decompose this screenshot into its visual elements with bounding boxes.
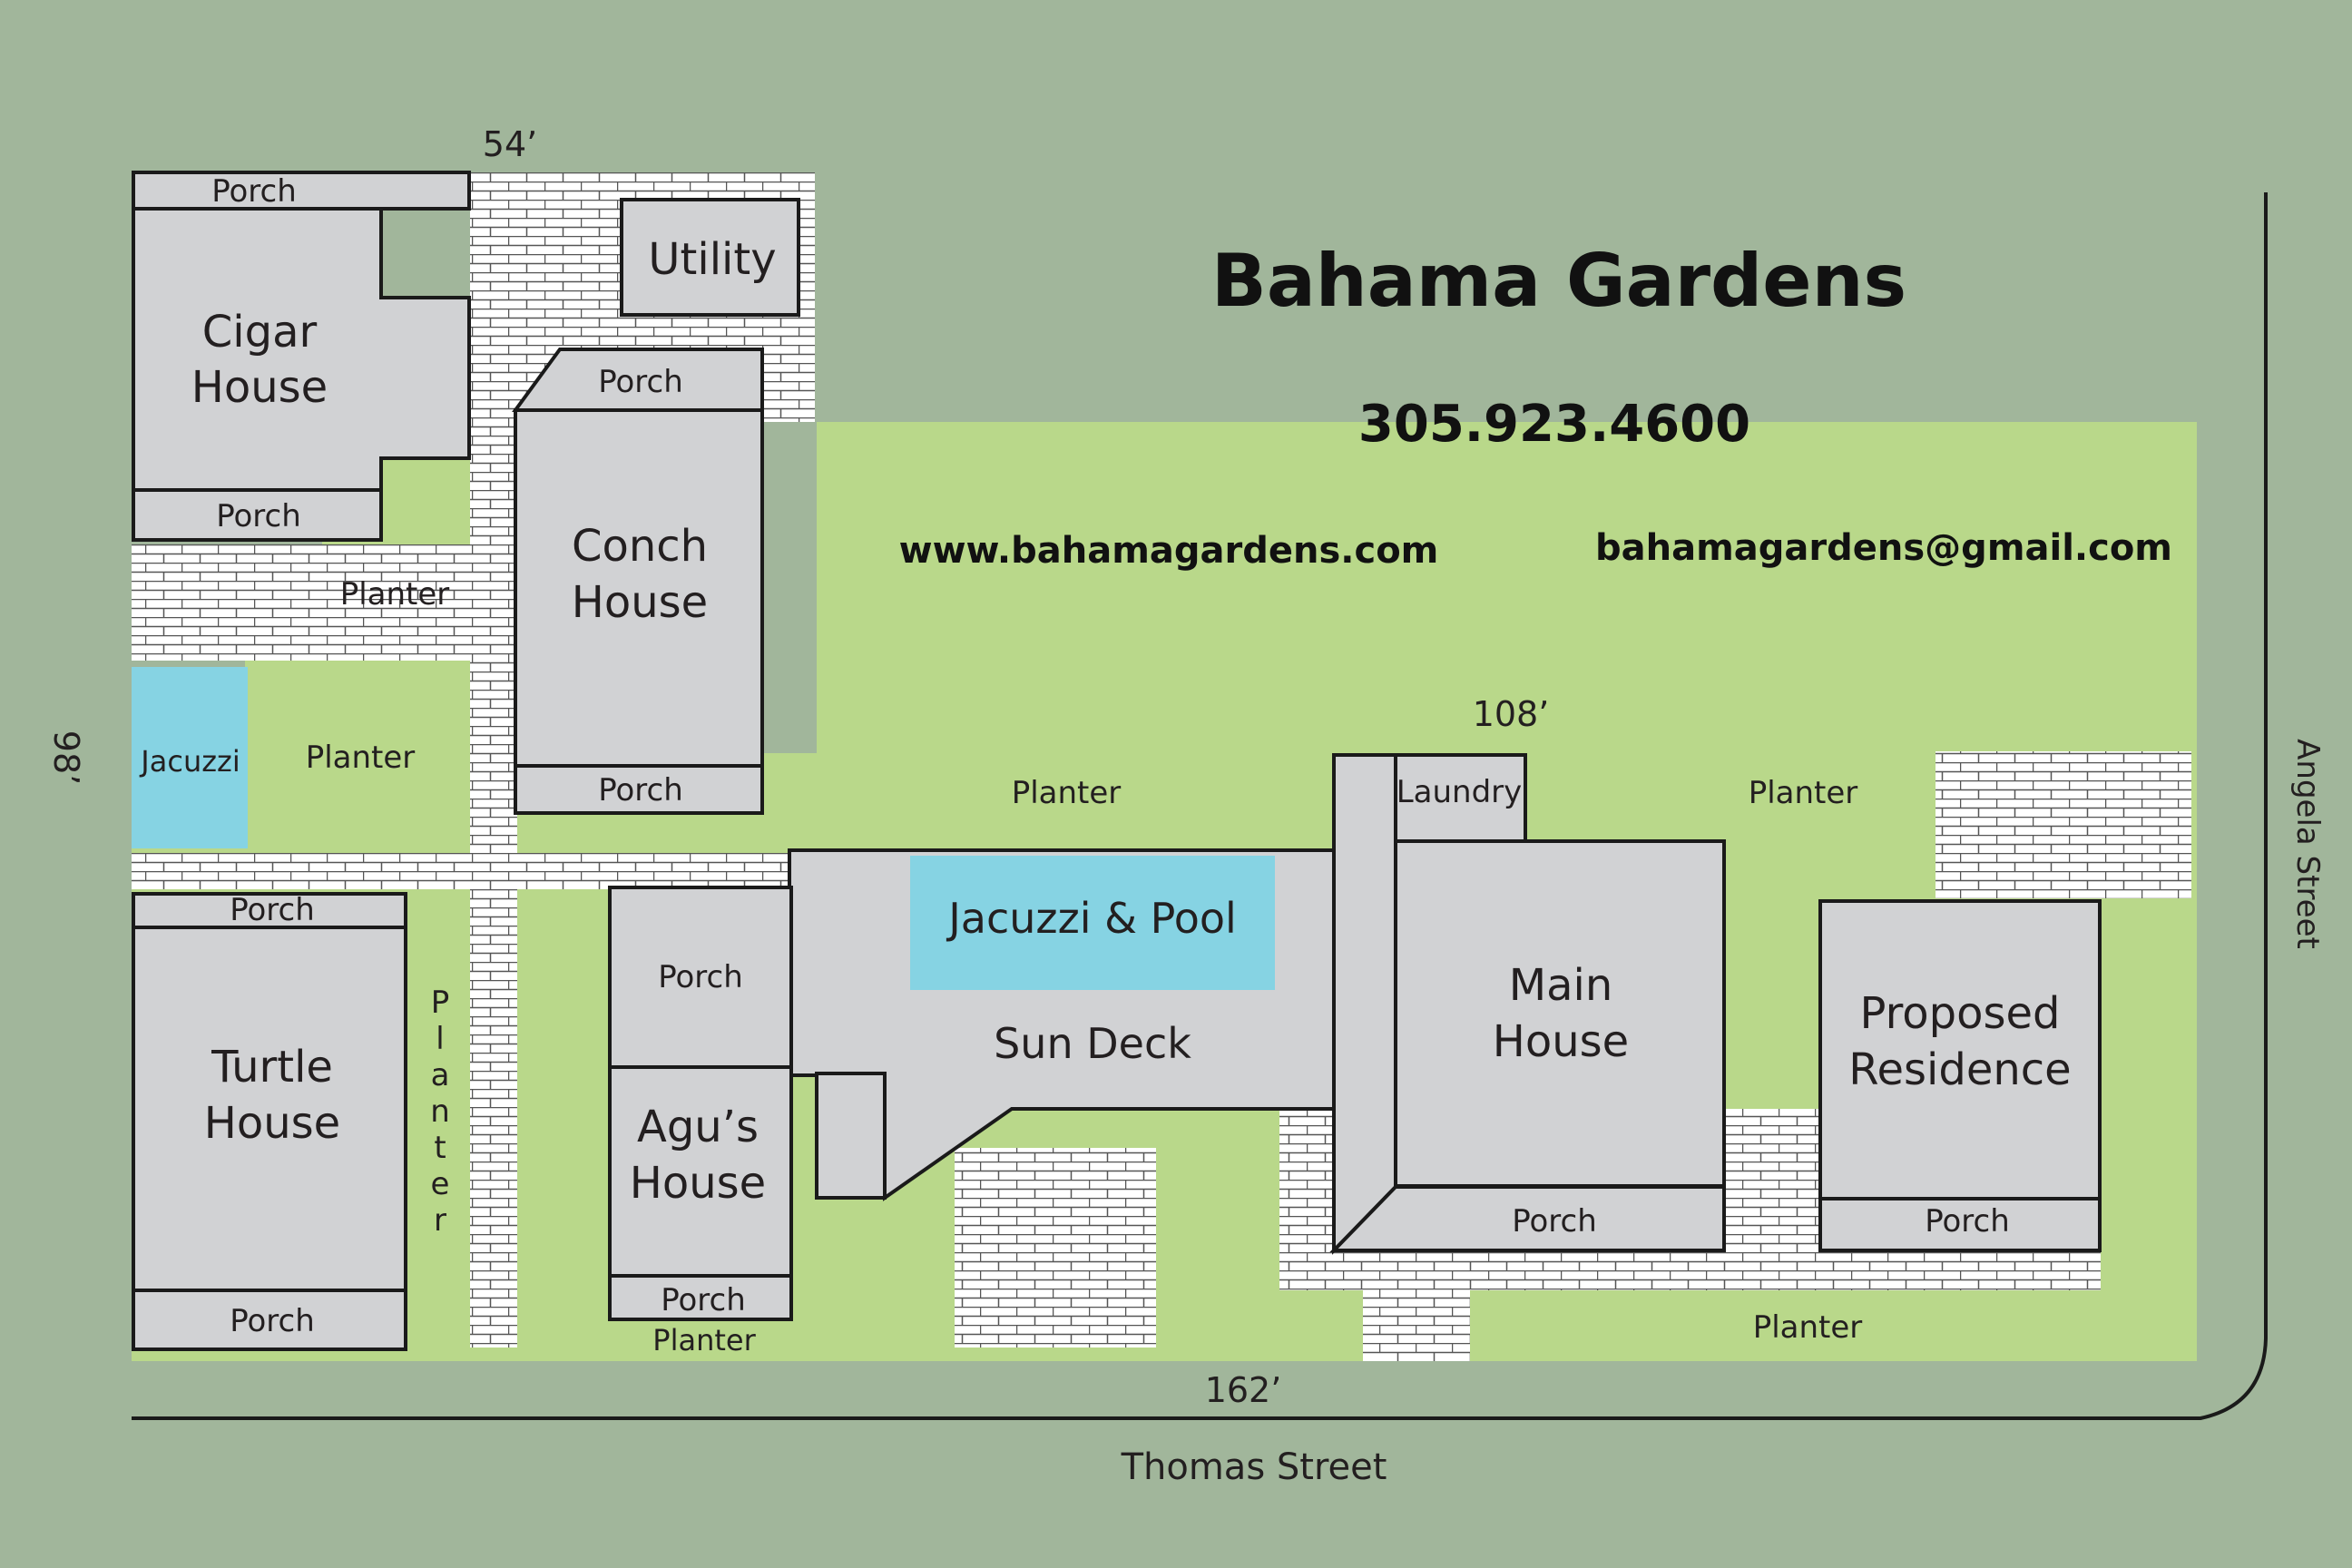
turtle-house xyxy=(132,892,407,1351)
agus-house-label-2: House xyxy=(630,1158,766,1209)
sun-deck-label: Sun Deck xyxy=(994,1019,1191,1068)
street-angela: Angela Street xyxy=(2289,739,2326,949)
main-house-label-2: House xyxy=(1493,1016,1629,1067)
jacuzzi-pool-label: Jacuzzi & Pool xyxy=(946,894,1237,943)
planter-area-east-strip xyxy=(817,422,2197,767)
conch-house-label-2: House xyxy=(572,577,708,628)
vertical-planter-letter: t xyxy=(434,1130,446,1166)
vertical-planter-letter: P xyxy=(431,985,450,1021)
main-house-body xyxy=(1394,839,1726,1188)
laundry-room xyxy=(1394,753,1527,843)
planter-area-west xyxy=(245,661,470,853)
paving-cross-1 xyxy=(132,544,470,661)
agus-house-body xyxy=(608,1065,793,1278)
cigar-house-porch-bottom xyxy=(132,488,383,542)
turtle-house-porch-bottom xyxy=(132,1289,407,1351)
proposed-residence-porch xyxy=(1818,1197,2102,1252)
paving-cross-2 xyxy=(132,853,815,889)
cigar-planter-label: Planter xyxy=(340,576,450,612)
email-link[interactable]: bahamagardens@gmail.com xyxy=(1595,527,2172,569)
utility-building xyxy=(620,198,800,317)
vertical-planter-label: P l a n t e r xyxy=(430,985,450,1239)
main-house-porch-label: Porch xyxy=(1512,1203,1597,1240)
cigar-house-porch-top-label: Porch xyxy=(211,173,297,210)
dimension-bottom: 162’ xyxy=(1205,1370,1282,1410)
agus-house-porch-bottom xyxy=(608,1274,793,1321)
sun-deck-step xyxy=(815,1072,887,1200)
turtle-house-porch-top-label: Porch xyxy=(230,892,315,928)
conch-house xyxy=(512,348,764,815)
agus-house xyxy=(608,886,793,1321)
main-house xyxy=(1329,753,1726,1255)
east-planter-label: Planter xyxy=(1749,775,1858,811)
conch-house-porch-bottom-label: Porch xyxy=(598,772,683,808)
dimension-left: 98’ xyxy=(46,730,86,785)
agus-house-porch-top-label: Porch xyxy=(658,959,743,995)
website-link[interactable]: www.bahamagardens.com xyxy=(899,530,1439,572)
cigar-house-label-1: Cigar xyxy=(202,307,318,358)
paving-south-stub xyxy=(1363,1289,1470,1361)
proposed-residence-label-2: Residence xyxy=(1848,1044,2071,1095)
proposed-residence xyxy=(1818,899,2102,1252)
vertical-planter-letter: l xyxy=(436,1021,444,1057)
agus-house-porch-top xyxy=(608,886,793,1069)
agus-house-label-1: Agu’s xyxy=(637,1102,759,1152)
turtle-house-label-2: House xyxy=(204,1098,340,1149)
proposed-residence-porch-label: Porch xyxy=(1925,1203,2010,1240)
turtle-house-label-1: Turtle xyxy=(211,1042,333,1093)
conch-house-porch-top-label: Porch xyxy=(598,364,683,400)
agus-planter-label: Planter xyxy=(652,1323,756,1357)
west-planter-label: Planter xyxy=(306,740,416,776)
conch-house-body xyxy=(514,408,764,768)
jacuzzi-west-label: Jacuzzi xyxy=(139,744,240,779)
cigar-house xyxy=(132,171,471,542)
cigar-house-label-2: House xyxy=(191,362,328,413)
paving-patio xyxy=(955,1148,1156,1348)
paving-west-walk xyxy=(470,172,517,1348)
site-title: Bahama Gardens xyxy=(1211,239,1906,323)
vertical-planter-letter: a xyxy=(431,1057,450,1093)
street-thomas: Thomas Street xyxy=(1121,1446,1387,1488)
conch-house-label-1: Conch xyxy=(572,521,708,572)
jacuzzi-and-pool xyxy=(910,856,1275,990)
vertical-planter-letter: n xyxy=(430,1093,450,1130)
cigar-house-porch-bottom-label: Porch xyxy=(216,498,301,534)
street-curb-line xyxy=(132,192,2268,1420)
utility-label: Utility xyxy=(648,234,776,285)
laundry-label: Laundry xyxy=(1396,774,1523,810)
phone-number: 305.923.4600 xyxy=(1358,395,1750,454)
main-house-label-1: Main xyxy=(1509,960,1613,1011)
main-house-side-wing xyxy=(1332,753,1397,1255)
main-house-porch xyxy=(1329,1185,1726,1252)
vertical-planter-letter: e xyxy=(431,1166,450,1202)
agus-house-porch-bottom-label: Porch xyxy=(661,1282,746,1318)
vertical-planter-letter: r xyxy=(434,1202,446,1239)
turtle-house-porch-top xyxy=(132,892,407,929)
proposed-residence-label-1: Proposed xyxy=(1860,988,2061,1039)
paving-northeast xyxy=(1936,751,2191,898)
conch-house-porch-bottom xyxy=(514,764,764,815)
jacuzzi-west xyxy=(132,667,248,848)
turtle-house-porch-bottom-label: Porch xyxy=(230,1303,315,1339)
dimension-mid: 108’ xyxy=(1473,694,1550,734)
south-planter-label: Planter xyxy=(1753,1309,1863,1346)
cigar-house-porch-top xyxy=(132,171,471,211)
north-planter-label: Planter xyxy=(1012,775,1122,811)
turtle-house-body xyxy=(132,926,407,1292)
dimension-top: 54’ xyxy=(483,124,537,164)
